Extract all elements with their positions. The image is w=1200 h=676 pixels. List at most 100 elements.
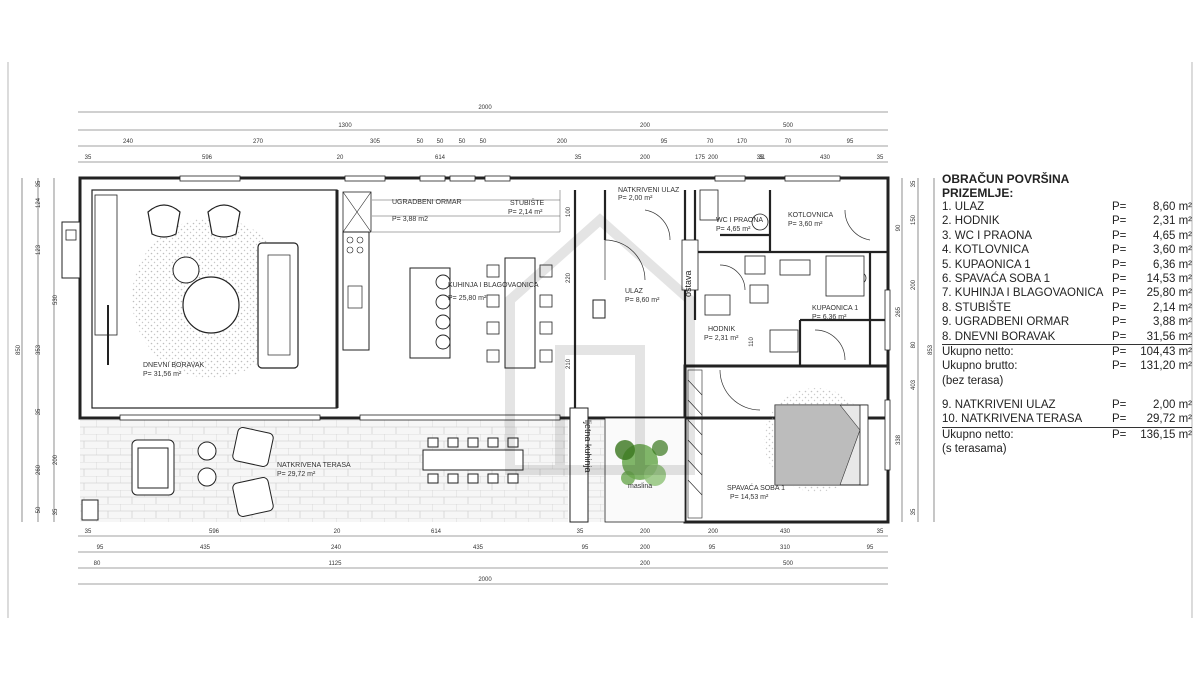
dimension-label: 353 <box>36 344 42 355</box>
dimension-label: 200 <box>640 529 651 535</box>
room-name-covered-entrance: NATKRIVENI ULAZ <box>618 187 680 194</box>
room-area-kitchen: P= 25,80 m² <box>448 295 487 302</box>
terrace-post <box>81 499 99 521</box>
dimension-label: 220 <box>566 272 572 283</box>
dimension-label: 50 <box>36 506 42 513</box>
dimension-label: 2000 <box>478 577 492 583</box>
legend-total-note-text: (s terasama) <box>942 443 1007 456</box>
legend-p: P= <box>1112 399 1127 412</box>
legend-p: P= <box>1112 229 1127 242</box>
room-area-wc: P= 4,65 m² <box>716 226 751 233</box>
dimension-label: 200 <box>640 561 651 567</box>
legend-label: 4. KOTLOVNICA <box>942 244 1029 257</box>
label-olive: maslina <box>628 483 652 490</box>
legend-value: 2,00 m² <box>1153 399 1192 412</box>
room-area-entrance: P= 8,60 m² <box>625 297 660 304</box>
frame <box>7 62 1193 618</box>
dimension-label: 430 <box>780 529 791 535</box>
dimension-label: 70 <box>785 139 792 145</box>
room-area-covered-entrance: P= 2,00 m² <box>618 195 653 202</box>
dimension-label: 20 <box>334 529 341 535</box>
legend-title: OBRAČUN POVRŠINA <box>942 172 1070 186</box>
legend-label: 5. KUPAONICA 1 <box>942 258 1031 271</box>
dimension-label: 200 <box>708 529 719 535</box>
legend-gross-row: Ukupno brutto: P= 131,20 m² <box>942 359 1192 373</box>
terrace-furniture <box>131 427 524 517</box>
room-name-entrance: ULAZ <box>625 288 644 295</box>
room-area-bedroom: P= 14,53 m² <box>730 494 769 501</box>
room-name-wardrobe: UGRADBENI ORMAR <box>392 199 462 206</box>
wardrobe-cross <box>342 191 372 233</box>
dimension-label: 80 <box>911 341 917 348</box>
room-name-bedroom: SPAVAĆA SOBA 1 <box>727 483 785 492</box>
dimension-label: 35 <box>877 155 884 161</box>
room-name-boiler: KOTLOVNICA <box>788 212 833 219</box>
dimension-label: 265 <box>896 306 902 317</box>
dimension-label: 240 <box>123 139 134 145</box>
legend-p: P= <box>1112 316 1127 329</box>
dimension-label: 305 <box>370 139 381 145</box>
legend-p: P= <box>1112 215 1127 228</box>
olive-tree-icon <box>615 440 668 486</box>
legend-p: P= <box>1112 258 1127 271</box>
dimension-label: 35 <box>911 508 917 515</box>
dimension-label: 2000 <box>478 105 492 111</box>
legend-value: 4,65 m² <box>1153 229 1192 242</box>
dimension-label: 35 <box>36 180 42 187</box>
dimension-label: 95 <box>97 545 104 551</box>
dimension-label: 170 <box>737 139 748 145</box>
legend-label: 2. HODNIK <box>942 215 1000 228</box>
legend-label: 7. KUHINJA I BLAGOVAONICA <box>942 287 1104 300</box>
pillar <box>592 299 606 319</box>
legend-gross-p: P= <box>1112 360 1127 373</box>
legend-p: P= <box>1112 244 1127 257</box>
legend-p: P= <box>1112 330 1127 343</box>
room-name-wc: WC I PRAONA <box>716 217 763 224</box>
legend-label: 8. DNEVNI BORAVAK <box>942 330 1056 343</box>
legend-value: 8,60 m² <box>1153 201 1192 213</box>
legend-total-row: Ukupno netto: P= 136,15 m² <box>942 428 1192 442</box>
room-name-terrace: NATKRIVENA TERASA <box>277 462 351 469</box>
dimension-label: 614 <box>435 155 446 161</box>
room-area-hallway: P= 2,31 m² <box>704 335 739 342</box>
outlet-box <box>65 229 77 241</box>
legend-total-value: 136,15 m² <box>1140 428 1192 441</box>
dining-table <box>504 257 536 369</box>
dimension-label: 110 <box>749 337 755 347</box>
dimension-label: 50 <box>437 139 444 145</box>
legend-total-label: Ukupno netto: <box>942 428 1014 441</box>
dimension-label: 80 <box>94 561 101 567</box>
legend-value: 14,53 m² <box>1146 272 1192 285</box>
laundry <box>681 239 699 291</box>
room-name-bathroom: KUPAONICA 1 <box>812 305 858 312</box>
terrace-tiles-right <box>588 418 604 522</box>
dimension-label: 500 <box>783 123 794 129</box>
dimension-label: 35 <box>53 508 59 515</box>
dimension-label: 124 <box>36 197 42 208</box>
room-area-boiler: P= 3,60 m² <box>788 221 823 228</box>
tv-console <box>94 194 118 336</box>
dimension-label: 175 <box>695 155 706 161</box>
sofa <box>257 242 299 369</box>
legend-net-label: Ukupno netto: <box>942 345 1014 358</box>
dimension-label: 35 <box>85 155 92 161</box>
legend-value: 2,14 m² <box>1153 301 1192 314</box>
room-area-living: P= 31,56 m² <box>143 371 182 378</box>
dimension-label: 200 <box>911 279 917 290</box>
legend-net-value: 104,43 m² <box>1140 345 1192 358</box>
dimension-label: 20 <box>337 155 344 161</box>
room-area-terrace: P= 29,72 m² <box>277 471 316 478</box>
